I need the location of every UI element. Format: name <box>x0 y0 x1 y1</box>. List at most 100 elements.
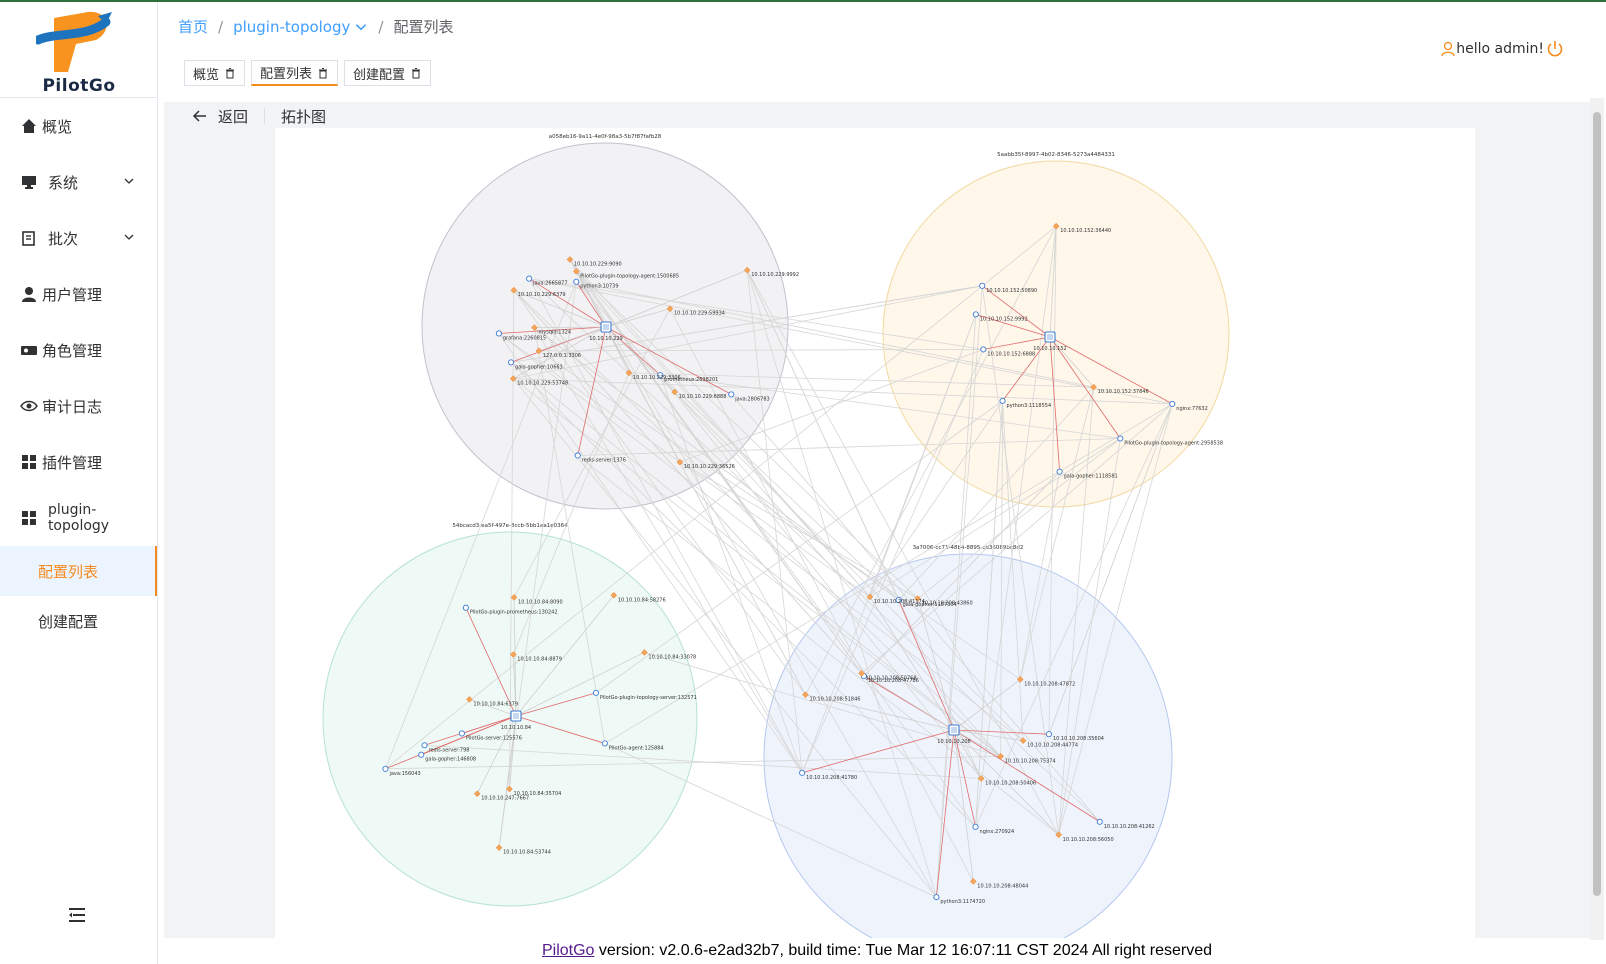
sidebar-subitem-create-config[interactable]: 创建配置 <box>0 596 157 646</box>
breadcrumb-plugin[interactable]: plugin-topology <box>233 17 351 36</box>
port-node[interactable] <box>566 256 574 263</box>
port-node[interactable] <box>509 651 517 658</box>
node-label: prometheus:2698201 <box>664 377 718 383</box>
sidebar-subitem-config-list[interactable]: 配置列表 <box>0 546 157 596</box>
port-node[interactable] <box>1052 222 1060 230</box>
node-label: mysqld:1324 <box>538 330 571 336</box>
trash-icon[interactable] <box>224 67 236 79</box>
sidebar-item-overview[interactable]: 概览 <box>0 98 157 154</box>
port-node[interactable] <box>510 286 518 294</box>
sidebar-item-plugin-topology[interactable]: plugin-topology <box>0 490 157 546</box>
process-node[interactable] <box>979 282 986 289</box>
collapse-menu-icon[interactable] <box>68 907 86 923</box>
cluster-title: 3a7006-cc71-48b4-8895-cd36089bc8d2 <box>913 545 1024 551</box>
port-node[interactable] <box>676 458 684 466</box>
port-node[interactable] <box>495 844 503 852</box>
scrollbar-thumb[interactable] <box>1593 112 1601 896</box>
footer-link[interactable]: PilotGo <box>541 942 595 959</box>
port-node[interactable] <box>509 375 517 382</box>
process-node[interactable] <box>507 359 515 366</box>
power-icon[interactable] <box>1546 40 1564 58</box>
port-node[interactable] <box>914 595 922 602</box>
sidebar-item-role-management[interactable]: 角色管理 <box>0 322 157 378</box>
network-edge <box>498 281 577 848</box>
network-edge <box>513 289 862 674</box>
process-node[interactable] <box>1117 435 1124 442</box>
arrow-left-icon[interactable] <box>192 109 208 123</box>
port-node[interactable] <box>802 691 809 699</box>
port-node[interactable] <box>506 785 513 793</box>
process-node[interactable] <box>574 452 581 459</box>
tag-overview[interactable]: 概览 <box>184 60 246 86</box>
port-node[interactable] <box>510 594 518 601</box>
logo[interactable]: PilotGo <box>0 2 157 98</box>
port-node[interactable] <box>997 752 1005 760</box>
process-node[interactable] <box>592 689 599 696</box>
process-node[interactable] <box>421 742 428 749</box>
process-node[interactable] <box>573 278 580 285</box>
port-node[interactable] <box>625 369 633 377</box>
edge <box>605 269 748 328</box>
port-node[interactable] <box>1016 676 1024 683</box>
process-node[interactable] <box>1096 818 1103 825</box>
port-node[interactable] <box>743 266 751 274</box>
port-node[interactable] <box>866 593 874 601</box>
vertical-scrollbar[interactable] <box>1590 98 1604 940</box>
port-node[interactable] <box>858 670 865 677</box>
process-node[interactable] <box>799 769 806 776</box>
network-edge <box>975 403 1173 827</box>
sidebar-item-system[interactable]: 系统 <box>0 154 157 210</box>
port-node[interactable] <box>466 696 473 703</box>
sidebar-item-user-management[interactable]: 用户管理 <box>0 266 157 322</box>
back-button[interactable]: 返回 <box>218 107 249 126</box>
sidebar-item-plugin-management[interactable]: 插件管理 <box>0 434 157 490</box>
port-node[interactable] <box>977 775 985 782</box>
port-node[interactable] <box>969 878 977 885</box>
process-node[interactable] <box>657 372 664 379</box>
process-node[interactable] <box>495 330 502 337</box>
port-node[interactable] <box>1055 831 1063 839</box>
process-node[interactable] <box>933 894 940 901</box>
network-edge <box>1058 438 1121 835</box>
process-node[interactable] <box>458 730 465 737</box>
port-node[interactable] <box>671 388 678 396</box>
process-node[interactable] <box>1045 731 1052 738</box>
port-node[interactable] <box>666 305 674 313</box>
trash-icon[interactable] <box>410 67 422 79</box>
breadcrumb-home[interactable]: 首页 <box>178 18 209 36</box>
edge <box>515 715 605 744</box>
cluster-circle[interactable] <box>882 160 1230 508</box>
process-node[interactable] <box>728 391 735 398</box>
trash-icon[interactable] <box>317 67 329 79</box>
process-node[interactable] <box>382 765 389 772</box>
sidebar-item-audit-log[interactable]: 审计日志 <box>0 378 157 434</box>
host-label: 10.10.10.208 <box>937 739 970 745</box>
port-node[interactable] <box>1090 383 1098 391</box>
process-node[interactable] <box>980 346 987 353</box>
tag-create-config[interactable]: 创建配置 <box>344 60 432 86</box>
process-node[interactable] <box>1056 468 1063 475</box>
process-node[interactable] <box>526 275 533 282</box>
process-node[interactable] <box>601 740 608 747</box>
port-node[interactable] <box>473 790 481 798</box>
process-node[interactable] <box>418 751 425 758</box>
chevron-down-icon[interactable] <box>354 20 368 34</box>
network-edge <box>512 378 1001 757</box>
process-node[interactable] <box>1169 400 1176 407</box>
port-node[interactable] <box>535 347 543 355</box>
port-node[interactable] <box>531 324 538 332</box>
process-node[interactable] <box>462 604 469 611</box>
process-node[interactable] <box>895 597 902 604</box>
port-node[interactable] <box>572 267 580 275</box>
process-node[interactable] <box>972 311 979 318</box>
port-node[interactable] <box>641 649 648 656</box>
tag-config-list[interactable]: 配置列表 <box>251 60 339 86</box>
process-node[interactable] <box>999 397 1006 404</box>
topology-canvas[interactable]: a058eb16-9a11-4e0f-98a3-5b7f87fafb285aab… <box>275 128 1475 963</box>
network-edge <box>534 327 803 774</box>
port-node[interactable] <box>1019 737 1027 745</box>
port-node[interactable] <box>610 591 618 599</box>
sidebar-item-batch[interactable]: 批次 <box>0 210 157 266</box>
process-node[interactable] <box>972 823 979 830</box>
